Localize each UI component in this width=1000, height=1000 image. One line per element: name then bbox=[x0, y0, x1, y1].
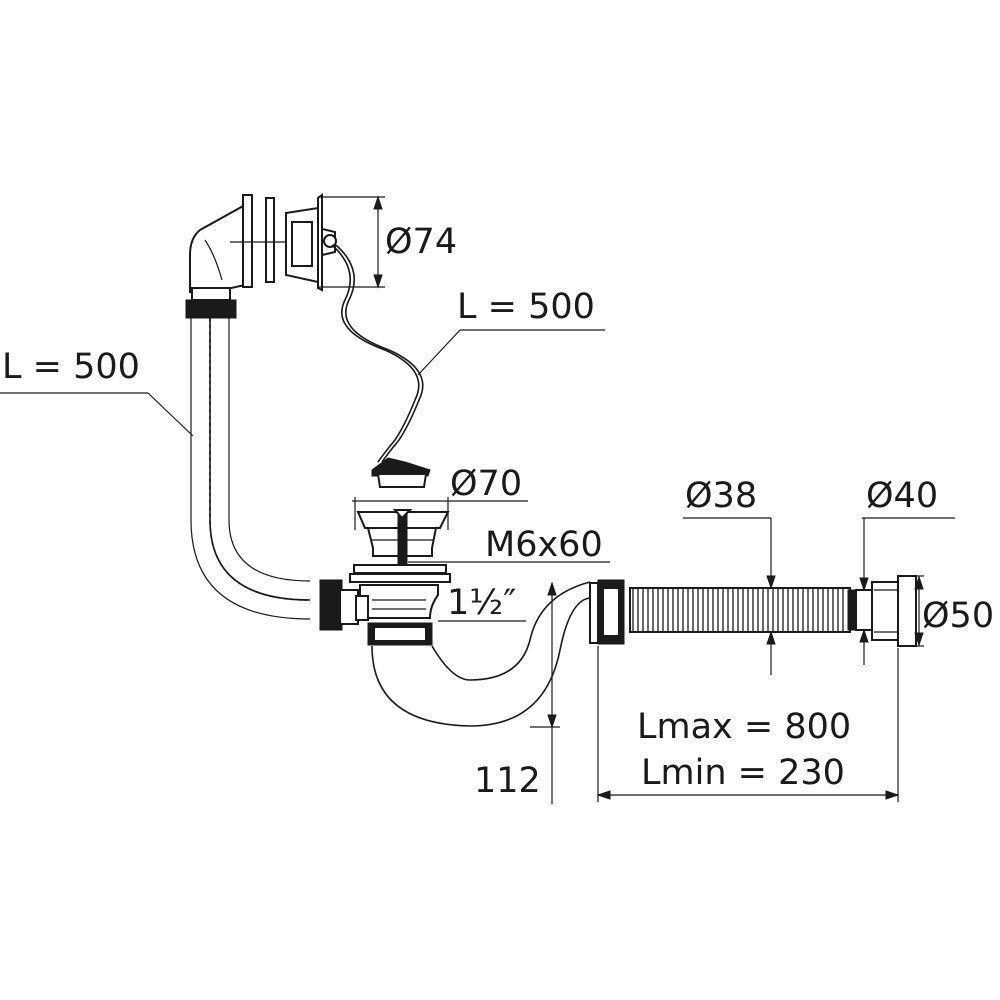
dimension-hose-length: L = 500 bbox=[0, 347, 194, 437]
trap-depth-label: 112 bbox=[474, 761, 541, 801]
drain-hose bbox=[629, 587, 857, 633]
dimension-screw: M6x60 bbox=[408, 525, 610, 565]
thread-label: 1½″ bbox=[447, 583, 516, 623]
outlet-connector bbox=[589, 579, 625, 645]
dimension-trap-depth: 112 bbox=[474, 581, 560, 804]
dimension-corrugated-diameter: Ø38 bbox=[683, 476, 776, 675]
overflow-hose bbox=[190, 318, 311, 620]
cable-length-label: L = 500 bbox=[457, 287, 595, 327]
drain-body bbox=[349, 509, 451, 646]
dimension-plug-diameter: Ø70 bbox=[352, 464, 528, 530]
outlet-outer-diameter-label: Ø50 bbox=[922, 596, 994, 636]
length-max-label: Lmax = 800 bbox=[637, 707, 851, 747]
cable bbox=[331, 244, 424, 463]
hose-length-label: L = 500 bbox=[2, 347, 140, 387]
drain-hose-ribs bbox=[632, 589, 844, 631]
outlet-inner-diameter-label: Ø40 bbox=[866, 476, 938, 516]
tee-connector bbox=[319, 579, 369, 631]
outlet-socket bbox=[855, 575, 917, 647]
dimension-hose-length-range: Lmax = 800 Lmin = 230 bbox=[596, 646, 900, 802]
length-min-label: Lmin = 230 bbox=[641, 753, 845, 793]
dimension-overflow-diameter: Ø74 bbox=[318, 195, 457, 289]
plug bbox=[371, 457, 431, 488]
corrugated-diameter-label: Ø38 bbox=[685, 476, 757, 516]
overflow-diameter-label: Ø74 bbox=[385, 222, 457, 262]
dimension-thread: 1½″ bbox=[438, 583, 526, 623]
dimension-cable-length: L = 500 bbox=[417, 287, 605, 376]
dimension-outlet-outer-diameter: Ø50 bbox=[914, 575, 994, 647]
overflow-assembly bbox=[185, 193, 337, 319]
dimension-outlet-inner-diameter: Ø40 bbox=[859, 476, 955, 665]
plug-diameter-label: Ø70 bbox=[450, 464, 522, 504]
screw-label: M6x60 bbox=[485, 525, 603, 565]
